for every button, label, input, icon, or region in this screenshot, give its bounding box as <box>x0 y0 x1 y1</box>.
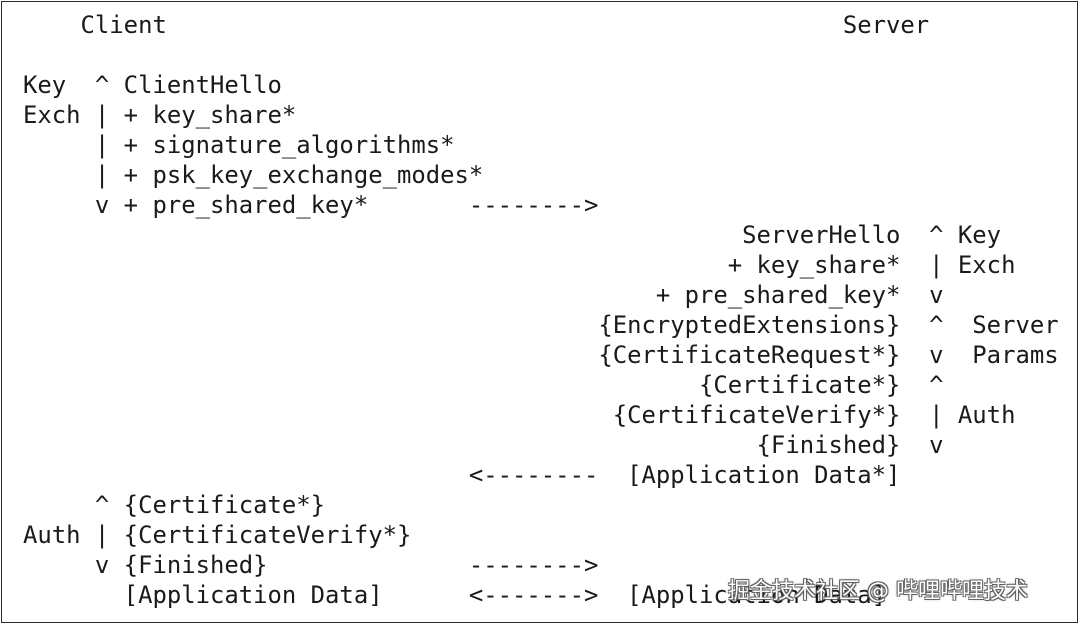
diagram-line: <-------- [Application Data*] <box>23 461 901 489</box>
diagram-line: ^ {Certificate*} <box>23 491 326 519</box>
blank-row <box>23 40 1059 70</box>
header-row: Client Server <box>23 11 930 39</box>
diagram-line: ServerHello ^ Key <box>23 221 1002 249</box>
diagram-line: {CertificateRequest*} v Params <box>23 341 1059 369</box>
diagram-line: Exch | + key_share* <box>23 101 297 129</box>
diagram-line: + key_share* | Exch <box>23 251 1016 279</box>
diagram-line: {CertificateVerify*} | Auth <box>23 401 1016 429</box>
diagram-line: v + pre_shared_key* --------> <box>23 191 599 219</box>
diagram-line: v {Finished} --------> <box>23 551 599 579</box>
diagram-line: [Application Data] <-------> [Applicatio… <box>23 581 887 609</box>
diagram-line: + pre_shared_key* v <box>23 281 944 309</box>
diagram-line: Key ^ ClientHello <box>23 71 282 99</box>
diagram-line: {Certificate*} ^ <box>23 371 944 399</box>
diagram-line: {EncryptedExtensions} ^ Server <box>23 311 1059 339</box>
diagram-line: | + psk_key_exchange_modes* <box>23 161 484 189</box>
diagram-line: Auth | {CertificateVerify*} <box>23 521 412 549</box>
diagram-line: {Finished} v <box>23 431 944 459</box>
watermark-text: 掘金技术社区 @ 哔哩哔哩技术 <box>728 579 1028 604</box>
diagram-line: | + signature_algorithms* <box>23 131 455 159</box>
